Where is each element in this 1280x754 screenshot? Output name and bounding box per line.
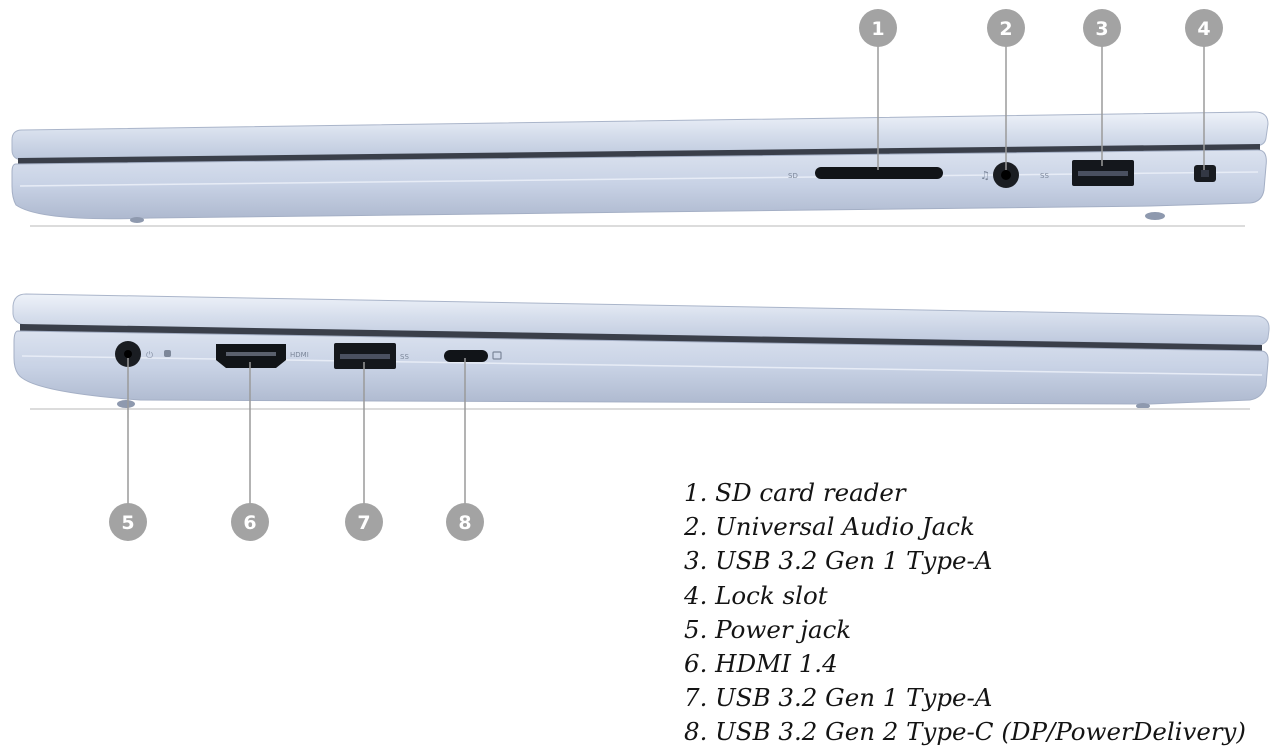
rubber-foot (1136, 403, 1150, 409)
lock-slot-inner (1201, 170, 1209, 177)
svg-text:8: 8 (458, 512, 471, 534)
legend-item: 3. USB 3.2 Gen 1 Type-A (684, 546, 993, 576)
callout-8: 8 (446, 503, 484, 541)
power-icon: ⏻ (146, 350, 153, 361)
base-highlight (19, 171, 1259, 187)
base-panel (11, 149, 1267, 220)
hinge-gap (18, 144, 1260, 164)
svg-text:4: 4 (1197, 18, 1210, 40)
legend-item: 4. Lock slot (684, 580, 828, 610)
usb-a-tongue (1078, 171, 1128, 176)
sd-mark: SD (788, 172, 798, 180)
svg-text:2: 2 (999, 18, 1012, 40)
headset-icon: ♫ (980, 169, 990, 182)
svg-text:1: 1 (871, 18, 884, 40)
right-side-view: SD ♫ SS (11, 111, 1269, 227)
legend-item: 1. SD card reader (684, 478, 906, 507)
callout-2: 2 (987, 9, 1025, 47)
charge-led (164, 350, 171, 357)
base-panel (13, 330, 1269, 405)
legend-item: 6. HDMI 1.4 (684, 649, 838, 679)
callout-3: 3 (1083, 9, 1121, 47)
legend-item: 8. USB 3.2 Gen 2 Type-C (DP/PowerDeliver… (684, 717, 1246, 747)
hinge-gap (20, 324, 1262, 351)
port-legend: 1. SD card reader 2. Universal Audio Jac… (684, 476, 1274, 750)
callout-6: 6 (231, 503, 269, 541)
callout-1: 1 (859, 9, 897, 47)
hdmi-contacts (226, 352, 276, 356)
audio-jack-hole (1001, 170, 1011, 180)
rubber-foot (117, 400, 135, 408)
superspeed-mark: SS (400, 353, 409, 361)
svg-text:7: 7 (357, 512, 370, 534)
callout-4: 4 (1185, 9, 1223, 47)
svg-text:3: 3 (1095, 18, 1108, 40)
legend-item: 5. Power jack (684, 614, 852, 644)
rubber-foot (130, 217, 144, 223)
callouts: 1 2 3 4 5 6 7 8 (109, 9, 1223, 541)
usb-a-tongue (340, 354, 390, 359)
rubber-foot (1145, 212, 1165, 220)
svg-text:5: 5 (121, 512, 134, 534)
callout-5: 5 (109, 503, 147, 541)
displayport-mark (492, 351, 502, 360)
usb-c-port (444, 350, 488, 362)
power-jack-pin (124, 350, 132, 358)
sd-card-slot (815, 167, 943, 179)
svg-text:6: 6 (243, 512, 256, 534)
legend-item: 2. Universal Audio Jack (684, 512, 975, 542)
callout-7: 7 (345, 503, 383, 541)
hdmi-mark: HDMI (290, 351, 309, 359)
legend-item: 7. USB 3.2 Gen 1 Type-A (684, 683, 993, 713)
superspeed-mark: SS (1040, 172, 1049, 180)
left-side-view: ⏻ HDMI SS (12, 293, 1270, 410)
